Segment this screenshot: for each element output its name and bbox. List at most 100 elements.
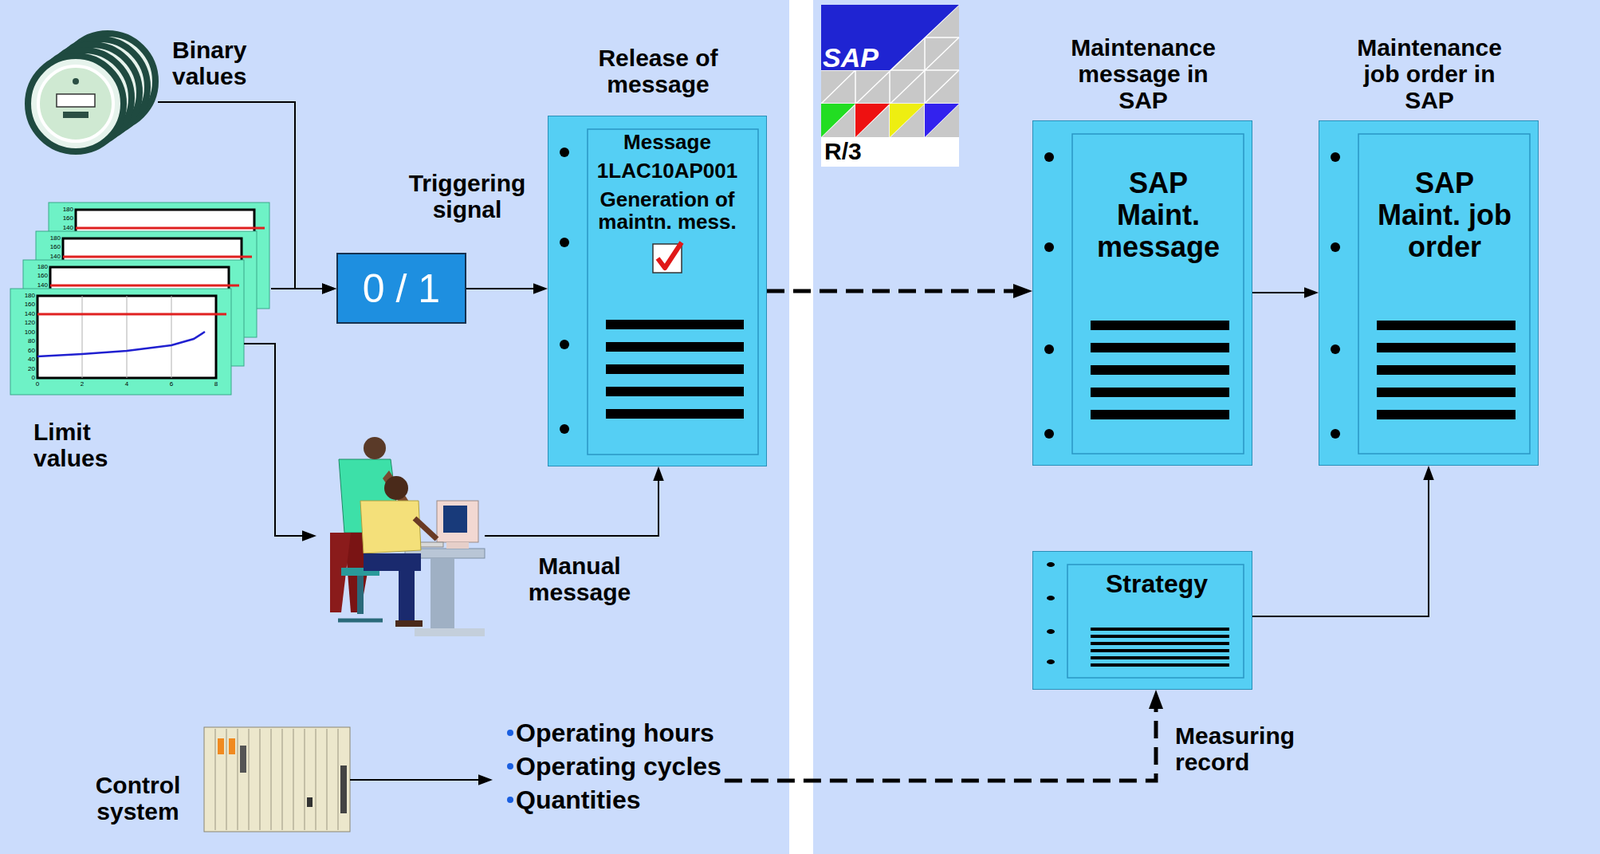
binder-hole xyxy=(1330,242,1341,252)
text-line-bar xyxy=(1376,365,1516,375)
axis-tick: 60 xyxy=(13,346,36,355)
sheet-body: Message 1LAC10AP001Generation of maintn. … xyxy=(589,130,745,240)
logo-text: R/3 xyxy=(824,138,862,165)
binder-hole xyxy=(1046,628,1055,634)
sheet-body: SAP Maint. job order xyxy=(1376,167,1513,264)
label-slot: Release of message xyxy=(558,44,759,98)
binder-hole xyxy=(1044,428,1054,439)
list-row: Operating cycles xyxy=(507,749,722,783)
sheet-text: Message xyxy=(589,130,745,154)
control-system-rack xyxy=(204,727,350,832)
dashed-connector xyxy=(724,708,1156,781)
limit-value-charts: Limit values xyxy=(10,202,272,397)
axis-tick: 160 xyxy=(26,271,48,280)
text-line-bar xyxy=(1090,365,1230,375)
node-label: Manual message xyxy=(515,552,644,606)
text-line-bar xyxy=(1090,409,1230,420)
text-line-bar xyxy=(1090,627,1230,631)
axis-tick: 160 xyxy=(13,300,36,309)
text-line-bar xyxy=(605,364,744,374)
binder-hole xyxy=(1046,659,1055,665)
text-line-bar xyxy=(1376,320,1516,331)
text-line-bar xyxy=(1376,409,1516,420)
chart-stack xyxy=(10,202,270,395)
axis-tick: 0 xyxy=(13,373,36,382)
axis-tick: 180 xyxy=(26,263,48,272)
sheet-text: SAP Maint. job order xyxy=(1376,167,1513,264)
binder-hole xyxy=(1044,344,1054,354)
sap-job-order-sheet: Maintenance job order in SAPSAP Maint. j… xyxy=(1318,120,1539,466)
list-row: Operating hours xyxy=(507,715,722,750)
sheet-text: 1LAC10AP001 xyxy=(589,159,745,182)
connector xyxy=(484,480,659,536)
label-slot: Maintenance job order in SAP xyxy=(1337,34,1522,114)
label-slot: Triggering signal xyxy=(387,169,547,223)
text-line-bar xyxy=(1376,342,1516,353)
right-panel xyxy=(813,0,1600,854)
list-row: Quantities xyxy=(507,782,722,817)
check-mark xyxy=(657,242,682,268)
binder-hole xyxy=(1044,152,1054,162)
bullet-dot xyxy=(507,729,514,736)
sap-message-sheet: Maintenance message in SAPSAP Maint. mes… xyxy=(1032,120,1253,466)
list-item: Quantities xyxy=(515,782,641,817)
measured-values-list: Operating hoursOperating cyclesQuantitie… xyxy=(492,715,725,817)
connector xyxy=(1252,479,1429,617)
connector xyxy=(349,778,479,781)
text-line-bar xyxy=(1090,641,1230,645)
axis-tick: 140 xyxy=(39,252,61,261)
label-slot: Maintenance message in SAP xyxy=(1051,34,1235,114)
binder-hole xyxy=(559,339,570,350)
axis-tick: 180 xyxy=(39,234,61,243)
binary-values-icon: Binary values xyxy=(30,30,158,166)
signal-value: 0 / 1 xyxy=(362,266,441,311)
trigger-signal-box: Triggering signal0 / 1 xyxy=(336,252,467,324)
label-slot: Limit values xyxy=(33,418,146,472)
node-heading: Maintenance job order in SAP xyxy=(1337,34,1522,114)
axis-tick: 20 xyxy=(13,365,36,374)
list-item: Operating hours xyxy=(515,715,715,750)
text-line-bar xyxy=(1090,320,1230,331)
people-at-computer xyxy=(330,436,485,637)
inner-panel xyxy=(587,129,759,455)
strategy-sheet: Strategy xyxy=(1032,550,1253,690)
bullet-dot xyxy=(507,762,514,770)
inner-panel xyxy=(1358,133,1530,454)
axis-tick: 100 xyxy=(13,328,36,337)
sheet-body: Strategy xyxy=(1073,569,1241,598)
text-line-bar xyxy=(1090,342,1230,353)
sheet-body: SAP Maint. message xyxy=(1090,167,1227,264)
sheet-text: SAP Maint. message xyxy=(1090,167,1227,264)
connector xyxy=(157,102,323,289)
binder-hole xyxy=(1046,595,1055,601)
binder-hole xyxy=(1330,152,1341,162)
sheet-text: Strategy xyxy=(1073,569,1241,598)
dashed-connector xyxy=(766,289,1014,294)
connector xyxy=(1252,291,1305,294)
text-line-bar xyxy=(605,342,744,352)
axis-tick: 6 xyxy=(163,380,180,389)
label-slot: Manual message xyxy=(515,552,644,606)
inner-panel xyxy=(1072,133,1244,454)
binder-hole xyxy=(559,237,570,248)
list-item: Operating cycles xyxy=(515,749,722,783)
binder-hole xyxy=(1046,562,1055,567)
node-label: Control system xyxy=(78,771,198,825)
label-slot: Control system xyxy=(78,771,198,825)
node-heading: Triggering signal xyxy=(387,169,547,223)
axis-tick: 140 xyxy=(51,224,74,232)
axis-tick: 180 xyxy=(51,205,74,214)
operator-at-computer: Manual message xyxy=(316,438,485,638)
connector xyxy=(271,287,323,290)
binder-hole xyxy=(1330,428,1341,439)
sheet-text: Generation of maintn. mess. xyxy=(589,188,745,233)
axis-tick: 160 xyxy=(39,243,61,252)
text-line-bar xyxy=(1090,656,1230,660)
text-line-bar xyxy=(605,408,744,419)
connector xyxy=(243,343,303,536)
connector xyxy=(466,287,534,290)
edge-label: Measuring record xyxy=(1175,722,1327,775)
axis-tick: 4 xyxy=(118,380,135,389)
text-line-bar xyxy=(1090,648,1230,653)
